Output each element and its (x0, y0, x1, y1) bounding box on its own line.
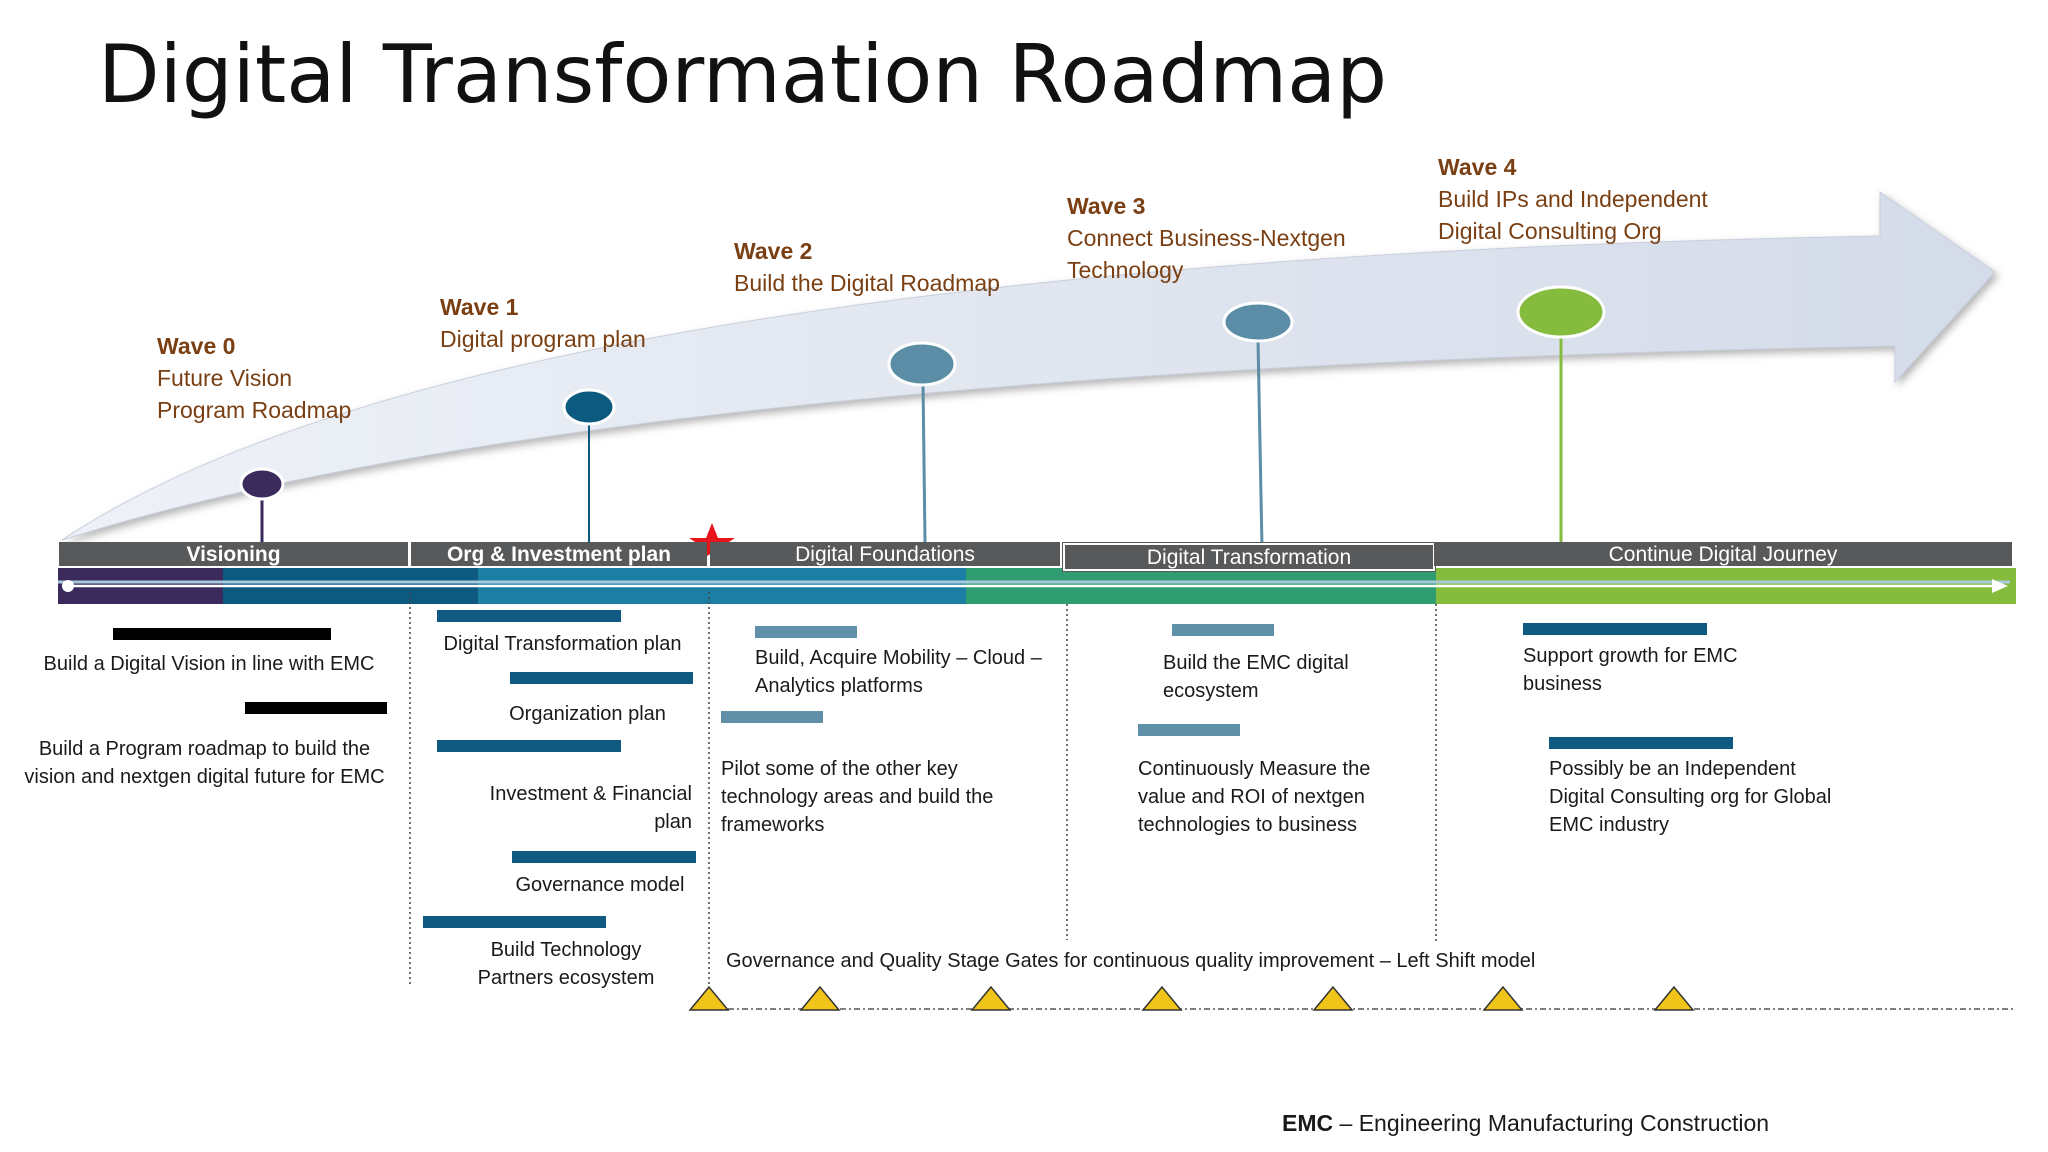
task-independent-consulting: Possibly be an Independent Digital Consu… (1549, 758, 1832, 836)
task-bar (1549, 737, 1733, 749)
stage-gate-icon (1141, 985, 1183, 1011)
task-bar (755, 626, 857, 638)
task-bar (721, 711, 823, 723)
task-organization-plan: Organization plan (509, 703, 666, 725)
task-bar (437, 740, 621, 752)
task-program-roadmap: Build a Program roadmap to build the vis… (24, 738, 385, 788)
task-pilot-key-areas: Pilot some of the other key technology a… (721, 758, 994, 836)
stage-gate-icon (688, 985, 730, 1011)
wave3-marker (1222, 301, 1294, 549)
stage-gate-icon (970, 985, 1012, 1011)
wave1-marker (562, 388, 616, 542)
task-bar (423, 916, 606, 928)
stage-gate-icon (1482, 985, 1524, 1011)
wave4-marker (1516, 285, 1606, 542)
task-bar (113, 628, 331, 640)
stage-gates (688, 985, 1695, 1011)
phase-continue-journey: Continue Digital Journey (1434, 542, 2012, 566)
task-digital-vision: Build a Digital Vision in line with EMC (43, 653, 375, 675)
footnote: EMC – Engineering Manufacturing Construc… (1282, 1110, 1769, 1137)
phase-digital-foundations: Digital Foundations (710, 542, 1060, 566)
task-bar (437, 610, 621, 622)
wave0-label: Wave 0 Future Vision Program Roadmap (157, 333, 352, 423)
task-transformation-plan: Digital Transformation plan (443, 633, 682, 655)
task-mobility-cloud: Build, Acquire Mobility – Cloud – Analyt… (755, 647, 1042, 697)
task-support-growth: Support growth for EMC business (1523, 645, 1738, 695)
task-technology-partners: Build Technology Partners ecosystem (477, 939, 655, 989)
phase-org-investment: Org & Investment plan (411, 542, 707, 566)
governance-text: Governance and Quality Stage Gates for c… (726, 950, 1536, 972)
task-governance-model: Governance model (515, 874, 685, 896)
wave2-label: Wave 2 Build the Digital Roadmap (734, 238, 1000, 296)
stage-gate-icon (1653, 985, 1695, 1011)
task-bar (512, 851, 696, 863)
wave1-label: Wave 1 Digital program plan (440, 294, 646, 352)
timeline-bar (58, 568, 2016, 604)
phase-digital-transformation: Digital Transformation (1062, 542, 1436, 572)
task-investment-plan: Investment & Financial plan (489, 783, 692, 833)
stage-gate-icon (799, 985, 841, 1011)
wave0-marker (239, 467, 285, 542)
task-bar (1172, 624, 1274, 636)
footnote-abbr: EMC (1282, 1110, 1334, 1136)
page-title: Digital Transformation Roadmap (98, 28, 1387, 121)
task-bar (1138, 724, 1240, 736)
task-emc-ecosystem: Build the EMC digital ecosystem (1163, 652, 1349, 702)
wave2-marker (887, 341, 957, 543)
task-bar (245, 702, 387, 714)
wave3-label: Wave 3 Connect Business-Nextgen Technolo… (1067, 193, 1346, 283)
roadmap-arrow (61, 191, 1996, 541)
task-bar (1523, 623, 1707, 635)
task-measure-roi: Continuously Measure the value and ROI o… (1138, 758, 1371, 836)
footnote-text: – Engineering Manufacturing Construction (1333, 1110, 1770, 1136)
task-bar (510, 672, 693, 684)
stage-gate-icon (1312, 985, 1354, 1011)
phase-visioning: Visioning (59, 542, 408, 566)
wave4-label: Wave 4 Build IPs and Independent Digital… (1438, 154, 1708, 244)
